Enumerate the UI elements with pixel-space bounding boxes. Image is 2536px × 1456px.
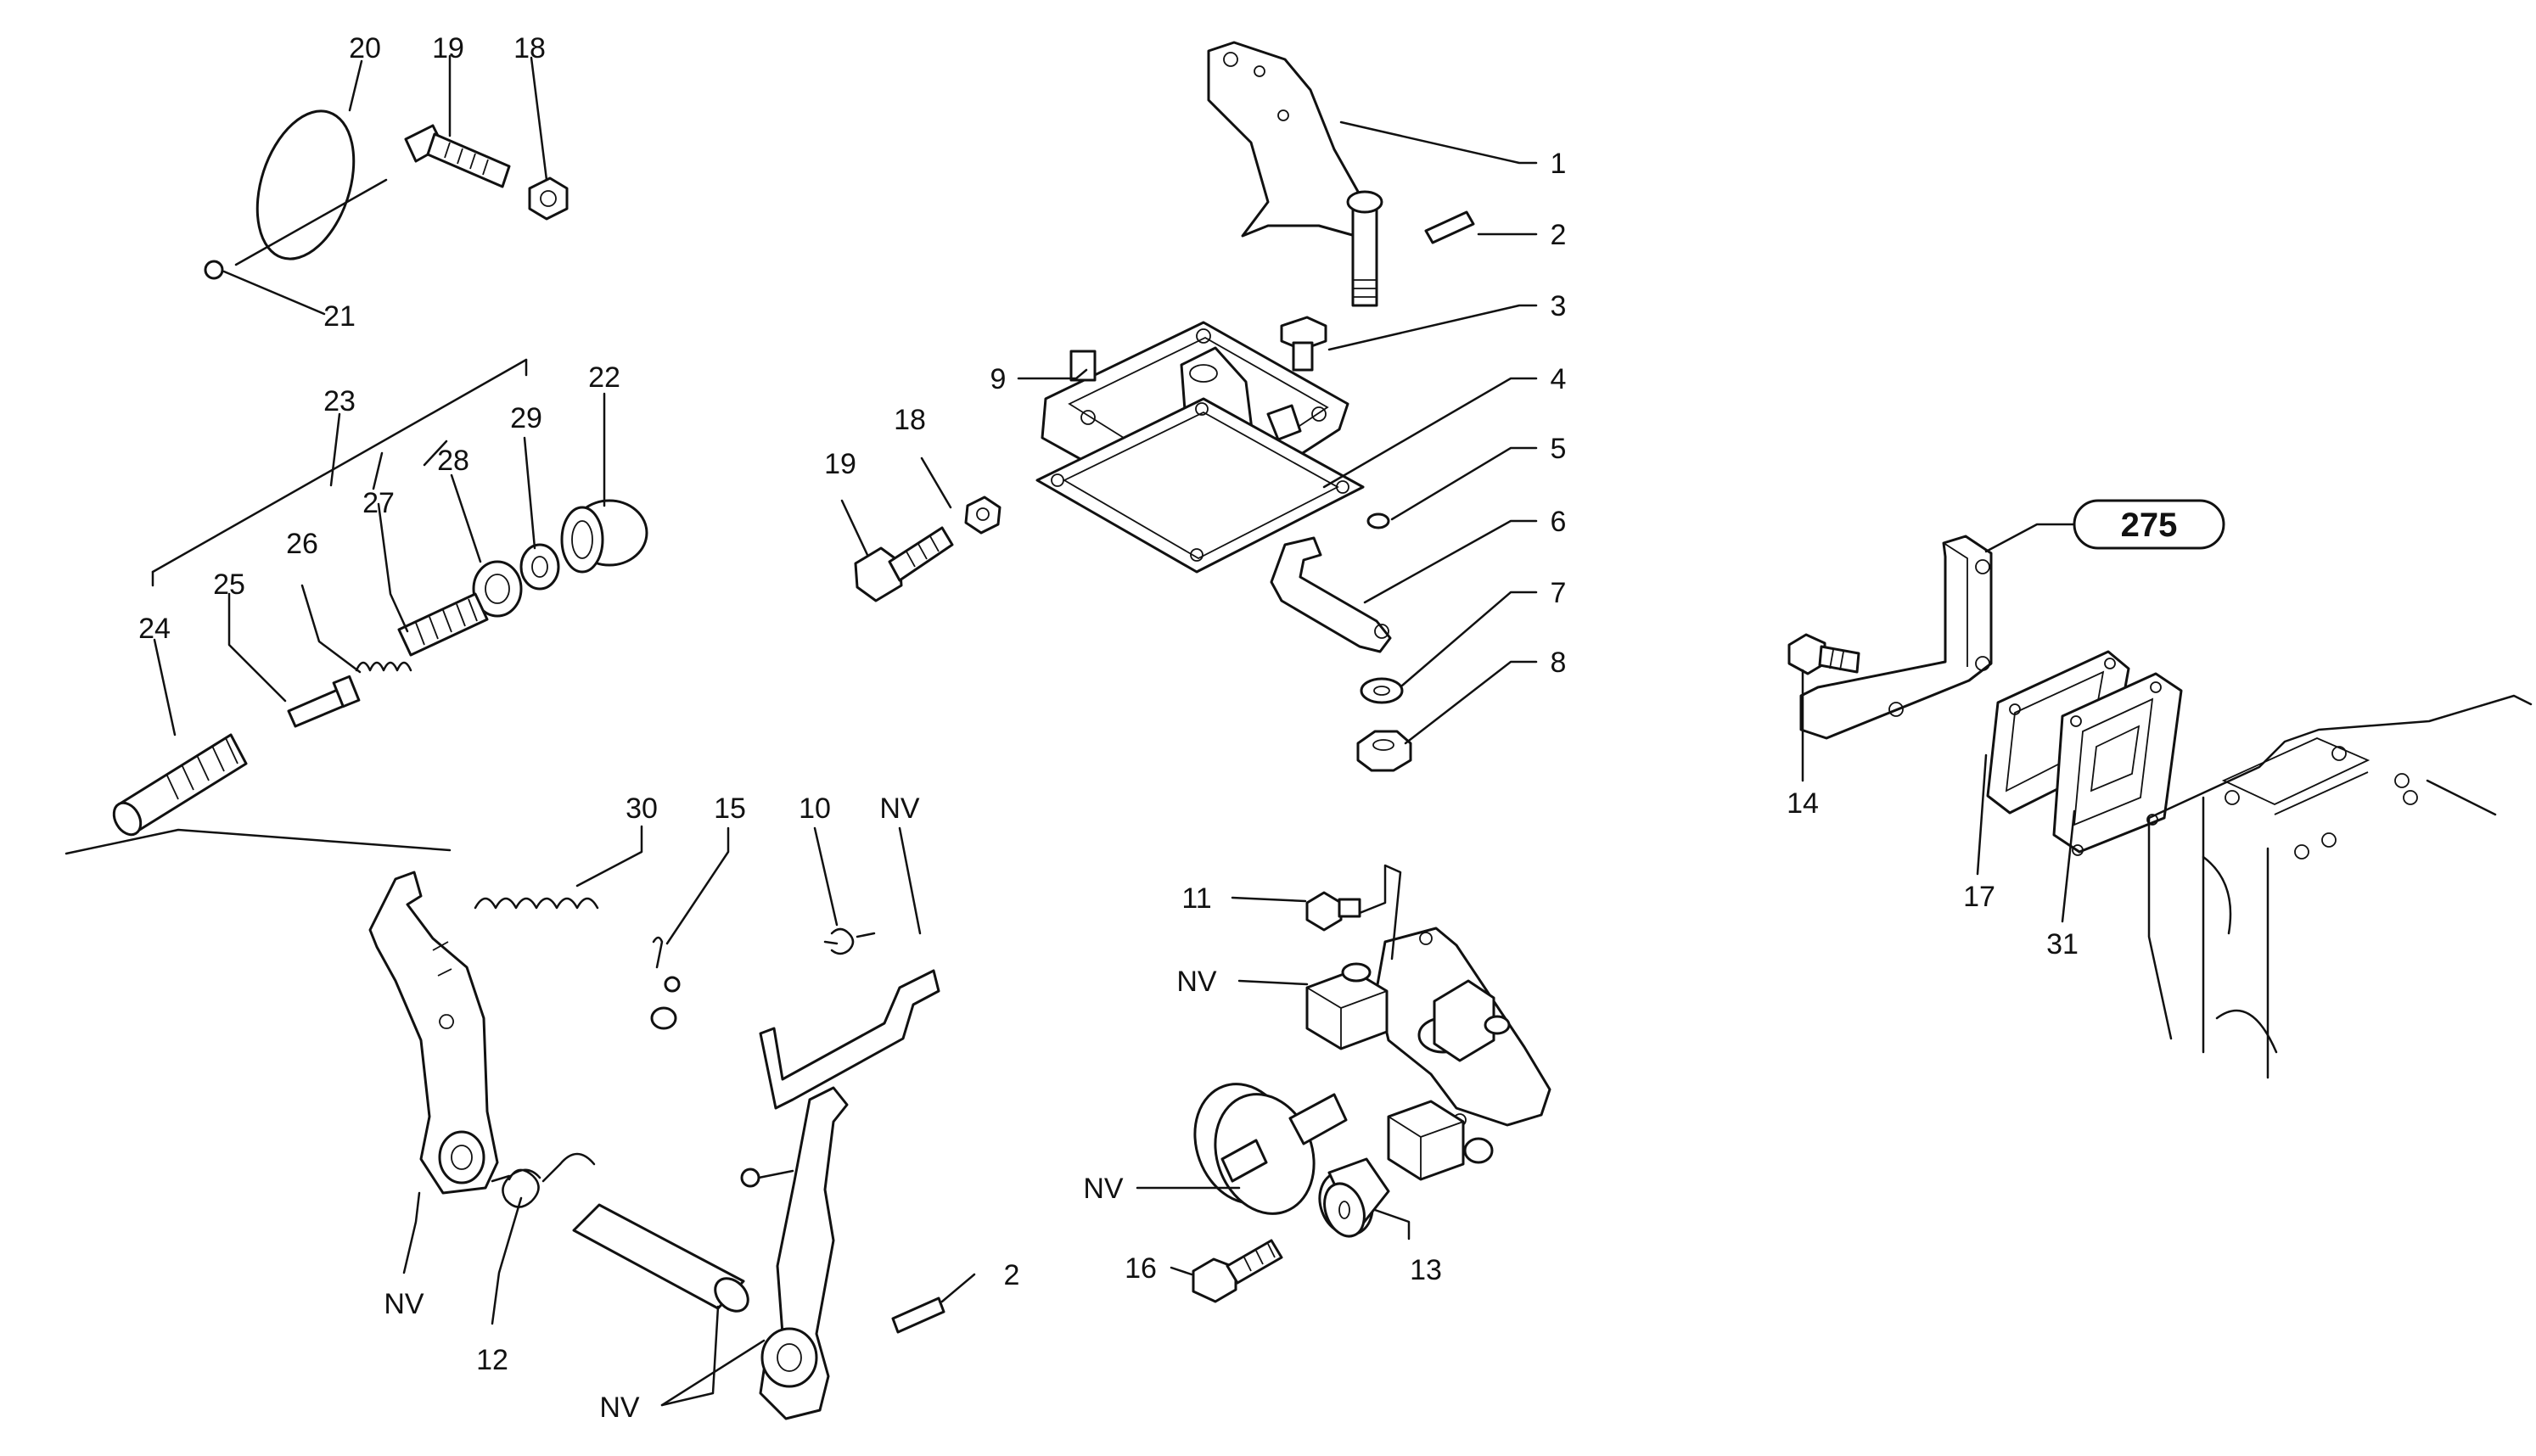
label-28: 28 bbox=[437, 445, 469, 477]
label-2-bottom: 2 bbox=[1004, 1259, 1020, 1291]
part-lever-left bbox=[368, 871, 499, 1195]
part-5-oring bbox=[1366, 512, 1390, 529]
part-19-bolt-center bbox=[854, 526, 954, 602]
label-23: 23 bbox=[323, 385, 356, 417]
part-22-cap bbox=[560, 499, 648, 574]
part-4-gasket bbox=[1035, 397, 1365, 574]
label-22: 22 bbox=[588, 361, 620, 394]
label-8: 8 bbox=[1551, 647, 1567, 679]
part-bracket-275 bbox=[1799, 535, 1993, 740]
label-nv-3: NV bbox=[599, 1392, 640, 1424]
part-shaft-nv bbox=[572, 1203, 749, 1313]
reference-badge: 275 bbox=[2073, 499, 2225, 550]
part-link-rod-nv bbox=[759, 969, 940, 1110]
label-7: 7 bbox=[1551, 577, 1567, 609]
label-1: 1 bbox=[1551, 148, 1567, 180]
label-16: 16 bbox=[1125, 1252, 1157, 1285]
label-4: 4 bbox=[1551, 363, 1567, 395]
part-27-threaded-sleeve bbox=[397, 592, 489, 657]
part-21-oring-small bbox=[204, 260, 224, 280]
label-3: 3 bbox=[1551, 290, 1567, 322]
part-28-nut bbox=[472, 560, 523, 618]
label-25: 25 bbox=[213, 568, 245, 601]
label-31: 31 bbox=[2046, 928, 2079, 960]
leader-lines bbox=[153, 54, 2076, 1407]
reference-badge-text: 275 bbox=[2121, 507, 2178, 544]
label-18-top: 18 bbox=[513, 32, 546, 64]
part-16-bolt bbox=[1192, 1239, 1283, 1303]
label-26: 26 bbox=[286, 528, 318, 560]
part-lever-right-nv bbox=[740, 1086, 849, 1420]
part-15-clip bbox=[650, 936, 681, 1030]
part-2-pin-top bbox=[1424, 210, 1475, 244]
label-20: 20 bbox=[349, 32, 381, 64]
part-26-spring bbox=[355, 661, 412, 672]
part-6-bracket bbox=[1270, 536, 1392, 653]
part-20-cover-disc bbox=[234, 109, 388, 266]
part-12-torsion-spring bbox=[491, 1152, 596, 1208]
label-14: 14 bbox=[1787, 787, 1819, 820]
part-block-nv-upper bbox=[1305, 962, 1389, 1050]
part-18-nut-center bbox=[964, 496, 1001, 535]
label-11: 11 bbox=[1181, 882, 1211, 915]
label-6: 6 bbox=[1551, 506, 1567, 538]
part-30-spring bbox=[474, 897, 599, 910]
label-9: 9 bbox=[990, 363, 1007, 395]
label-nv-4: NV bbox=[1176, 966, 1217, 998]
label-10: 10 bbox=[799, 792, 831, 825]
part-10-spring-clip bbox=[823, 927, 876, 955]
label-24: 24 bbox=[138, 613, 171, 645]
part-1-lever-shaft bbox=[1207, 41, 1383, 307]
label-nv-2: NV bbox=[384, 1288, 424, 1320]
label-5: 5 bbox=[1551, 433, 1567, 465]
part-31-gasket bbox=[2052, 672, 2183, 856]
part-2-pin-bottom bbox=[891, 1296, 945, 1334]
part-24-threaded-bolt bbox=[112, 733, 248, 837]
part-13-bushing bbox=[1318, 1157, 1390, 1238]
part-19-bolt-top bbox=[404, 124, 511, 188]
engine-casing-partial bbox=[2147, 694, 2533, 1079]
part-25-pin bbox=[287, 675, 361, 728]
label-nv-1: NV bbox=[879, 792, 920, 825]
part-7-washer bbox=[1360, 677, 1404, 704]
label-19-center: 19 bbox=[824, 448, 856, 480]
label-27: 27 bbox=[362, 487, 395, 519]
part-18-nut-top bbox=[528, 176, 569, 221]
part-disc-shaft-nv bbox=[1193, 1083, 1348, 1215]
label-18-center: 18 bbox=[894, 404, 926, 436]
callout-labels: 1 2 3 4 5 6 7 8 9 18 19 20 19 18 21 23 2… bbox=[138, 32, 2079, 1424]
label-30: 30 bbox=[626, 792, 658, 825]
part-3-bolt bbox=[1280, 316, 1327, 372]
label-19-top: 19 bbox=[432, 32, 464, 64]
part-plate-nv bbox=[1375, 927, 1551, 1127]
label-21: 21 bbox=[323, 300, 356, 333]
label-17: 17 bbox=[1963, 881, 1995, 913]
label-nv-5: NV bbox=[1083, 1173, 1124, 1205]
assembly-guide-line bbox=[65, 828, 452, 855]
part-11-screw bbox=[1305, 891, 1361, 932]
label-12: 12 bbox=[476, 1344, 508, 1376]
part-29-washer bbox=[519, 543, 560, 591]
label-15: 15 bbox=[714, 792, 746, 825]
label-2: 2 bbox=[1551, 219, 1567, 251]
part-14-bolt bbox=[1787, 633, 1860, 675]
label-29: 29 bbox=[510, 402, 542, 434]
label-13: 13 bbox=[1410, 1254, 1442, 1286]
part-8-nut bbox=[1356, 730, 1412, 772]
group-bracket-23 bbox=[151, 358, 528, 587]
part-block-lower bbox=[1387, 1100, 1494, 1181]
